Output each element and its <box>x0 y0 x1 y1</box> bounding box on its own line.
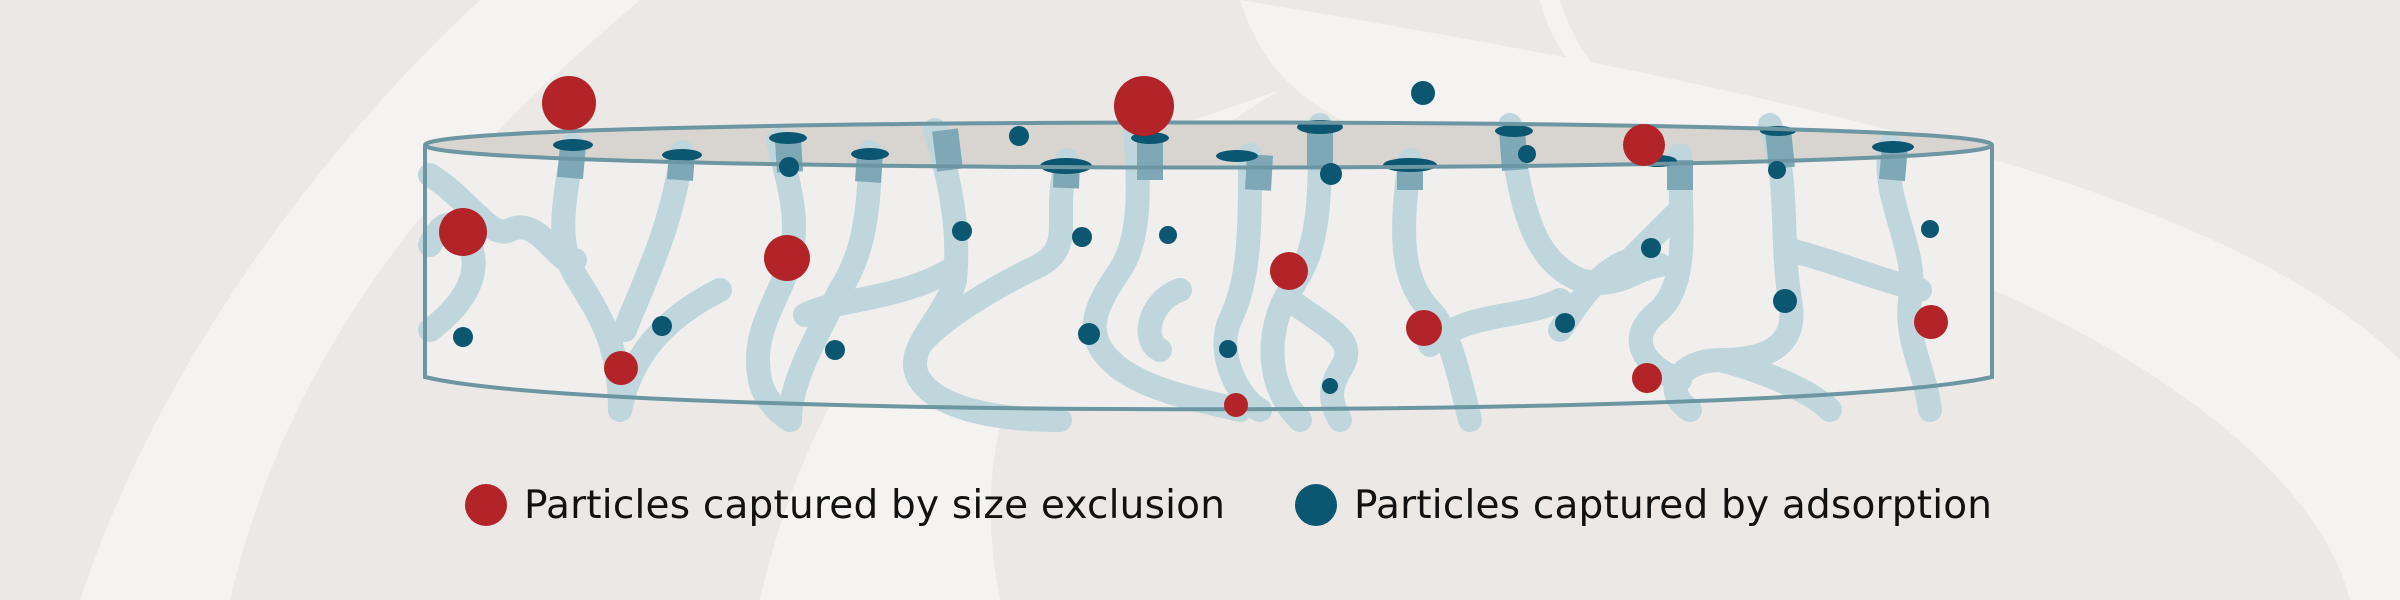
size-exclusion-particle <box>1224 393 1248 417</box>
pore-opening <box>851 148 889 160</box>
legend-label-size-exclusion: Particles captured by size exclusion <box>524 482 1226 528</box>
adsorption-particle <box>1921 220 1939 238</box>
size-exclusion-particle <box>1406 310 1442 346</box>
pore-opening <box>1872 141 1914 153</box>
adsorption-particle <box>1320 163 1342 185</box>
legend: Particles captured by size exclusion Par… <box>0 470 2400 540</box>
size-exclusion-particles <box>439 76 1948 417</box>
adsorption-particle <box>1159 226 1177 244</box>
adsorption-particle <box>952 221 972 241</box>
adsorption-particle <box>1322 378 1338 394</box>
legend-item-adsorption: Particles captured by adsorption <box>1295 470 1992 540</box>
adsorption-particle <box>1555 313 1575 333</box>
adsorption-particle <box>652 316 672 336</box>
adsorption-particle <box>1072 227 1092 247</box>
size-exclusion-particle <box>764 235 810 281</box>
adsorption-particle <box>779 157 799 177</box>
membrane-outline <box>422 120 1995 412</box>
adsorption-particle <box>1411 81 1435 105</box>
size-exclusion-particle <box>1623 124 1665 166</box>
pore-opening <box>1495 125 1533 137</box>
size-exclusion-particle <box>439 208 487 256</box>
adsorption-particle <box>1768 161 1786 179</box>
adsorption-particle <box>1773 289 1797 313</box>
membrane-top-surface <box>425 122 1992 168</box>
size-exclusion-particle <box>604 351 638 385</box>
teal-circle-icon <box>1295 484 1337 526</box>
legend-item-size-exclusion: Particles captured by size exclusion <box>465 470 1225 540</box>
size-exclusion-particle <box>1270 252 1308 290</box>
pore-opening <box>553 139 593 151</box>
adsorption-particle <box>1219 340 1237 358</box>
adsorption-particle <box>453 327 473 347</box>
pore-opening <box>1216 150 1258 162</box>
membrane <box>418 113 1995 432</box>
size-exclusion-particle <box>1114 76 1174 136</box>
adsorption-particle <box>1078 323 1100 345</box>
adsorption-particle <box>1518 145 1536 163</box>
pore-opening <box>662 149 702 161</box>
adsorption-particle <box>825 340 845 360</box>
adsorption-particles <box>453 81 1939 394</box>
red-circle-icon <box>465 484 507 526</box>
size-exclusion-particle <box>1914 305 1948 339</box>
pore-opening <box>769 132 807 144</box>
adsorption-particle <box>1641 238 1661 258</box>
legend-label-adsorption: Particles captured by adsorption <box>1354 482 1993 528</box>
size-exclusion-particle <box>1632 363 1662 393</box>
adsorption-particle <box>1009 126 1029 146</box>
size-exclusion-particle <box>542 76 596 130</box>
